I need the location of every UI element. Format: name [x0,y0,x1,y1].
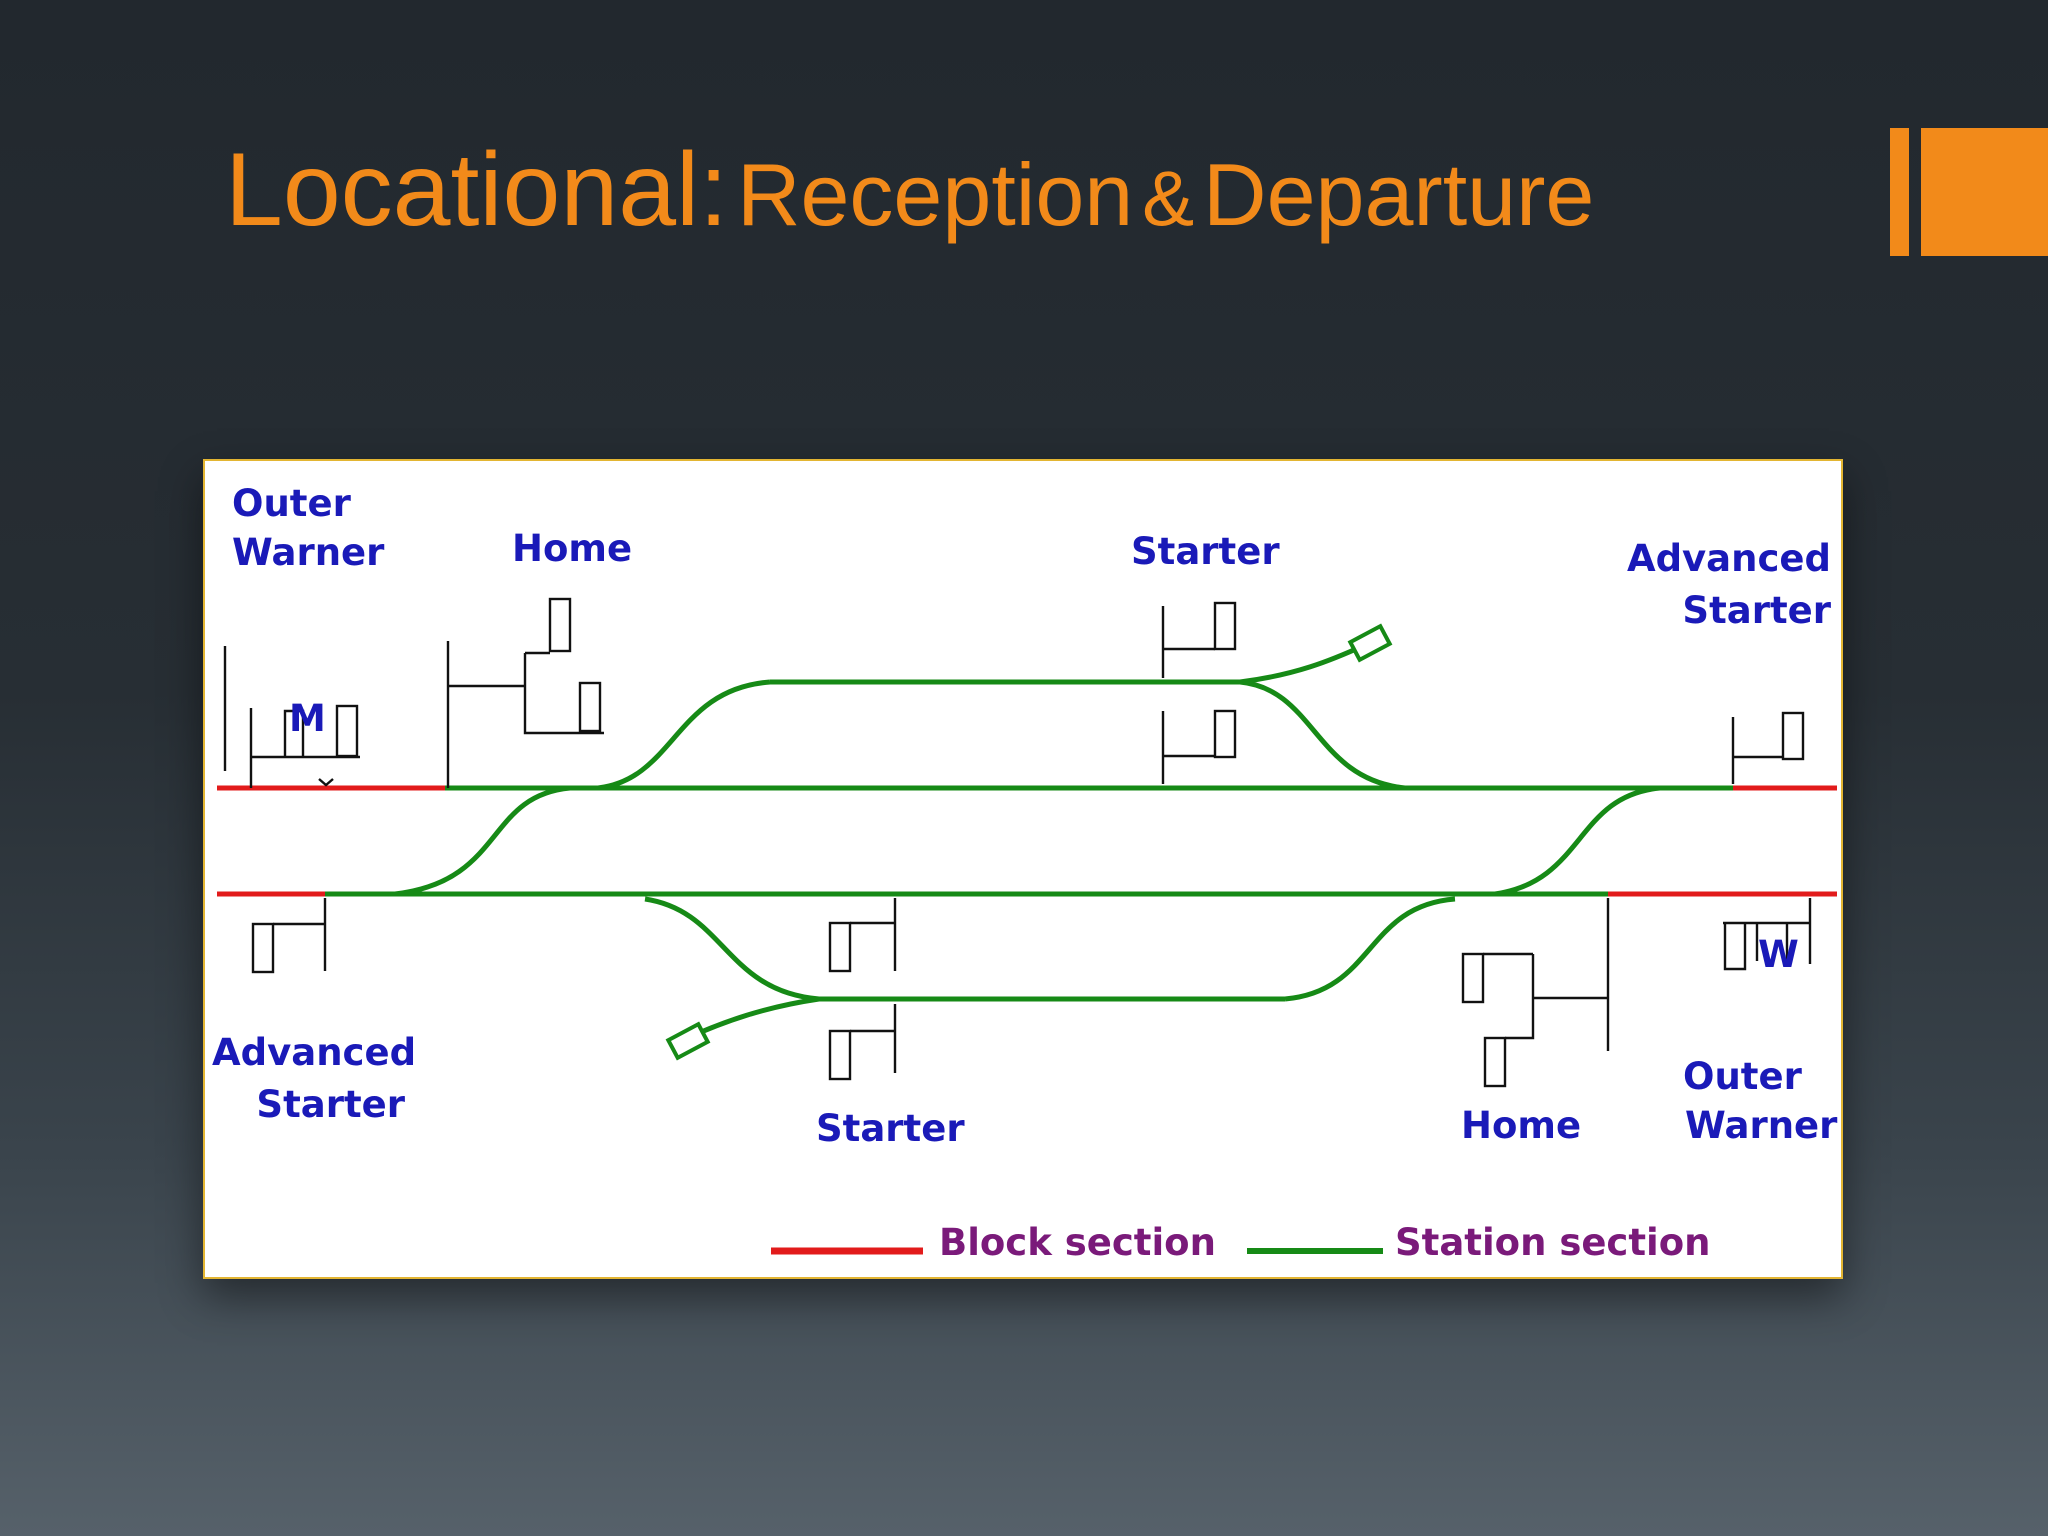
legend-station-section-label: Station section [1395,1221,1711,1264]
signal-home-top-icon [446,597,604,788]
legend: Block section Station section [771,1221,1711,1264]
signal-starter-bottom-lower-icon [828,1004,897,1081]
label-outer-warner-right-line2: Warner [1685,1104,1838,1147]
signal-layout-diagram: M [203,459,1843,1279]
slide-title: Locational: Reception & Departure [225,138,1594,242]
diverge-top-right [1239,679,1406,791]
accent-bar-thin [1890,128,1909,256]
label-advanced-starter-right-line2: Starter [1682,589,1831,632]
diverge-bottom-left [644,896,820,1002]
label-advanced-starter-right-line1: Advanced [1627,537,1831,580]
block-sections [217,785,1837,897]
signal-starter-top-upper-icon [1161,601,1237,678]
signal-home-bottom-icon [1461,898,1610,1088]
outer-warner-right-mark: W [1758,933,1799,976]
label-advanced-starter-left-line2: Starter [256,1083,405,1126]
label-advanced-starter-left-line1: Advanced [212,1031,416,1074]
label-outer-warner-left-line2: Warner [232,531,385,574]
signal-advanced-starter-right-icon [1731,711,1805,784]
diverge-bottom-right [1284,896,1456,1002]
crossover-middle-left [394,785,571,897]
label-starter-top: Starter [1131,530,1280,573]
signal-outer-warner-left-icon [223,646,360,788]
legend-block-section-label: Block section [939,1221,1216,1264]
diagram-labels: Outer Warner Home Starter Advanced Start… [212,482,1838,1150]
siding-top [1239,642,1367,685]
diagram-svg: M [212,482,1838,1264]
title-reception: Reception [736,145,1134,244]
buffer-stop-bottom-icon [665,1021,711,1061]
station-sections [325,642,1733,1042]
signal-outer-warner-right-icon [1723,898,1812,971]
label-home-bottom: Home [1461,1104,1581,1147]
label-starter-bottom: Starter [816,1107,965,1150]
title-locational: Locational: [225,132,729,248]
accent-bar-wide [1921,128,2048,256]
crossover-middle-right [1494,785,1661,897]
outer-warner-mark: M [289,697,326,740]
signal-starter-top-lower-icon [1161,709,1237,784]
title-ampersand: & [1142,154,1195,242]
label-home-top: Home [512,527,632,570]
label-outer-warner-left-line1: Outer [232,482,352,525]
signal-starter-bottom-upper-icon [828,898,897,973]
signal-advanced-starter-left-icon [251,898,327,974]
label-outer-warner-right-line1: Outer [1683,1055,1803,1098]
crossover-top-left [597,679,771,791]
title-departure: Departure [1203,145,1595,244]
buffer-stop-top-icon [1347,623,1393,663]
